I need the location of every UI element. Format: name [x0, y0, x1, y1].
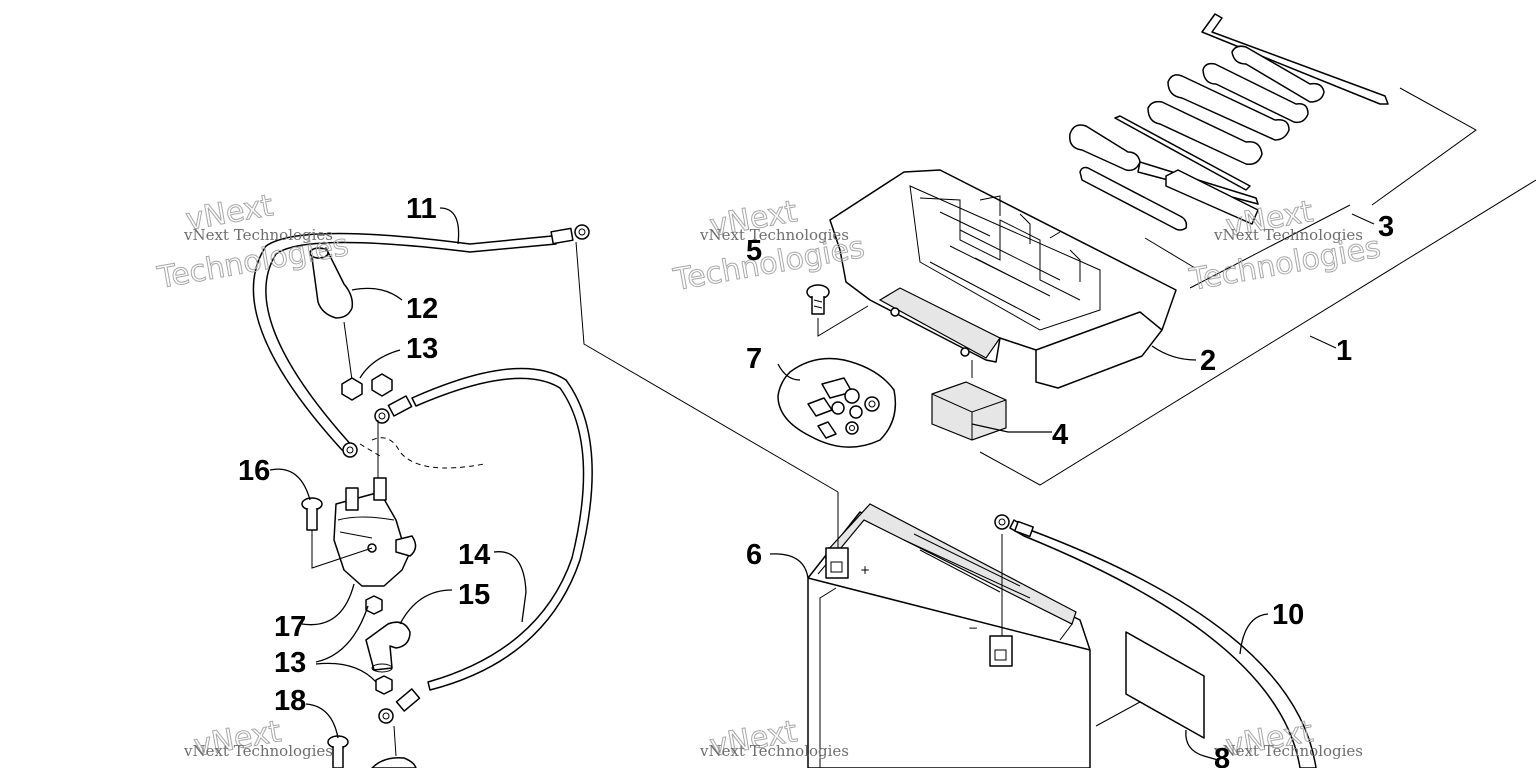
nuts-13-bottom	[315, 595, 393, 695]
watermark-text: vNext Technologies	[183, 742, 333, 760]
callout-7: 7	[746, 343, 762, 375]
callout-17: 17	[274, 611, 306, 643]
leaders	[769, 213, 1375, 579]
watermark-text: vNext Technologies	[1213, 742, 1363, 760]
callout-1: 1	[1336, 335, 1352, 367]
callout-16: 16	[238, 455, 270, 487]
terminal-boot-12	[309, 247, 403, 381]
callout-5: 5	[746, 235, 762, 267]
kit-bracket-lines	[979, 87, 1536, 486]
callout-8: 8	[1214, 743, 1230, 768]
solenoid	[301, 477, 417, 626]
watermark-text: vNext Technologies	[699, 226, 849, 244]
callout-4: 4	[1052, 419, 1068, 451]
svg-text:+: +	[860, 563, 870, 577]
callout-12: 12	[406, 293, 438, 325]
tool-kit	[1069, 13, 1389, 231]
svg-text:−: −	[968, 621, 978, 635]
screw-16	[269, 468, 323, 531]
screw-18	[305, 703, 417, 768]
watermark-text: vNext Technologies	[1213, 226, 1363, 244]
callout-numbers: 1 2 3 4 5 6 7 8 10 11 12 13 14 15 16 17 …	[238, 193, 1394, 768]
callout-10: 10	[1272, 599, 1304, 631]
cable-14	[374, 367, 593, 724]
nuts-13-top	[341, 349, 401, 401]
callout-13-top: 13	[406, 333, 438, 365]
cable-11	[252, 207, 590, 458]
callout-14: 14	[458, 539, 490, 571]
battery: + −	[807, 492, 1091, 768]
callout-2: 2	[1200, 345, 1216, 377]
callout-18: 18	[274, 685, 306, 717]
watermark-text: vNext Technologies	[699, 742, 849, 760]
callout-3: 3	[1378, 211, 1394, 243]
hardware-bag	[777, 357, 897, 448]
watermark-text: vNext Technologies	[183, 226, 333, 244]
callout-6: 6	[746, 539, 762, 571]
dashed-wire	[359, 437, 485, 469]
callout-15: 15	[458, 579, 490, 611]
cable-routing-line	[575, 241, 839, 493]
callout-13-bottom: 13	[274, 647, 306, 679]
tray-screw	[806, 284, 869, 337]
foam-pad	[931, 360, 1007, 441]
battery-label	[1095, 631, 1219, 761]
watermarks: vNext vNext Technologies Technologies vN…	[154, 188, 1384, 765]
terminal-boot-15	[365, 589, 453, 673]
tool-tray	[829, 169, 1177, 389]
callout-11: 11	[406, 193, 437, 225]
